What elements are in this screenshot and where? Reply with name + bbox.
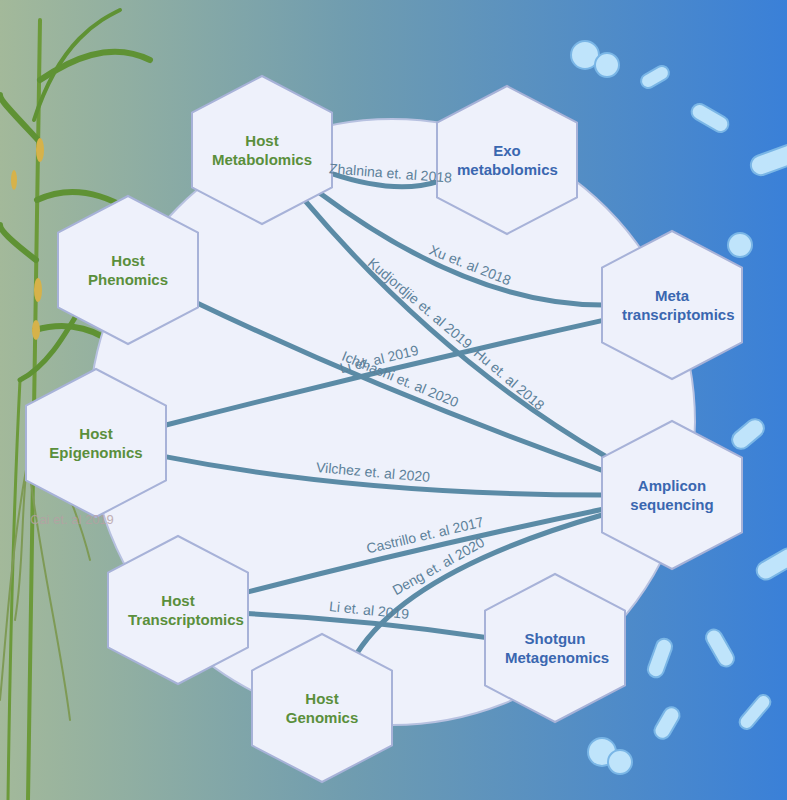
hexagon-outline	[107, 535, 249, 685]
hexagon-outline	[25, 368, 167, 518]
hexagon-shape	[437, 86, 577, 234]
hexagon-node: Host Phenomics	[57, 195, 199, 345]
node-label: Host Transcriptomics	[128, 591, 228, 630]
hexagon-node: Host Epigenomics	[25, 368, 167, 518]
node-label: Host Epigenomics	[46, 424, 146, 463]
faint-watermark: Cai et. al 2019	[30, 512, 114, 527]
grain-spikes	[11, 138, 44, 340]
hexagon-outline	[436, 85, 578, 235]
hexagon-outline	[57, 195, 199, 345]
hexagon-shape	[58, 196, 198, 344]
connector-line	[165, 457, 603, 495]
hexagon-node: Exo metabolomics	[436, 85, 578, 235]
hexagon-node: Host Metabolomics	[191, 75, 333, 225]
node-label: Meta transcriptomics	[622, 286, 722, 325]
hexagon-node: Host Transcriptomics	[107, 535, 249, 685]
hexagon-outline	[191, 75, 333, 225]
hexagon-shape	[108, 536, 248, 684]
hexagon-shape	[26, 369, 166, 517]
hexagon-shape	[485, 574, 625, 722]
hexagon-outline	[601, 420, 743, 570]
ground-circle	[89, 119, 695, 725]
hexagon-shape	[192, 76, 332, 224]
hexagon-node: Host Genomics	[251, 633, 393, 783]
hexagon-shape	[602, 231, 742, 379]
hexagon-node: Shotgun Metagenomics	[484, 573, 626, 723]
node-label: Shotgun Metagenomics	[505, 629, 605, 668]
hexagon-outline	[484, 573, 626, 723]
connector-line	[197, 303, 603, 471]
node-label: Host Genomics	[272, 689, 372, 728]
node-label: Host Metabolomics	[212, 131, 312, 170]
hexagon-shape	[602, 421, 742, 569]
hexagon-shape	[252, 634, 392, 782]
node-label: Host Phenomics	[78, 251, 178, 290]
hexagon-outline	[251, 633, 393, 783]
hexagon-node: Amplicon sequencing	[601, 420, 743, 570]
node-label: Exo metabolomics	[457, 141, 557, 180]
hexagon-node: Meta transcriptomics	[601, 230, 743, 380]
hexagon-outline	[601, 230, 743, 380]
node-label: Amplicon sequencing	[622, 476, 722, 515]
